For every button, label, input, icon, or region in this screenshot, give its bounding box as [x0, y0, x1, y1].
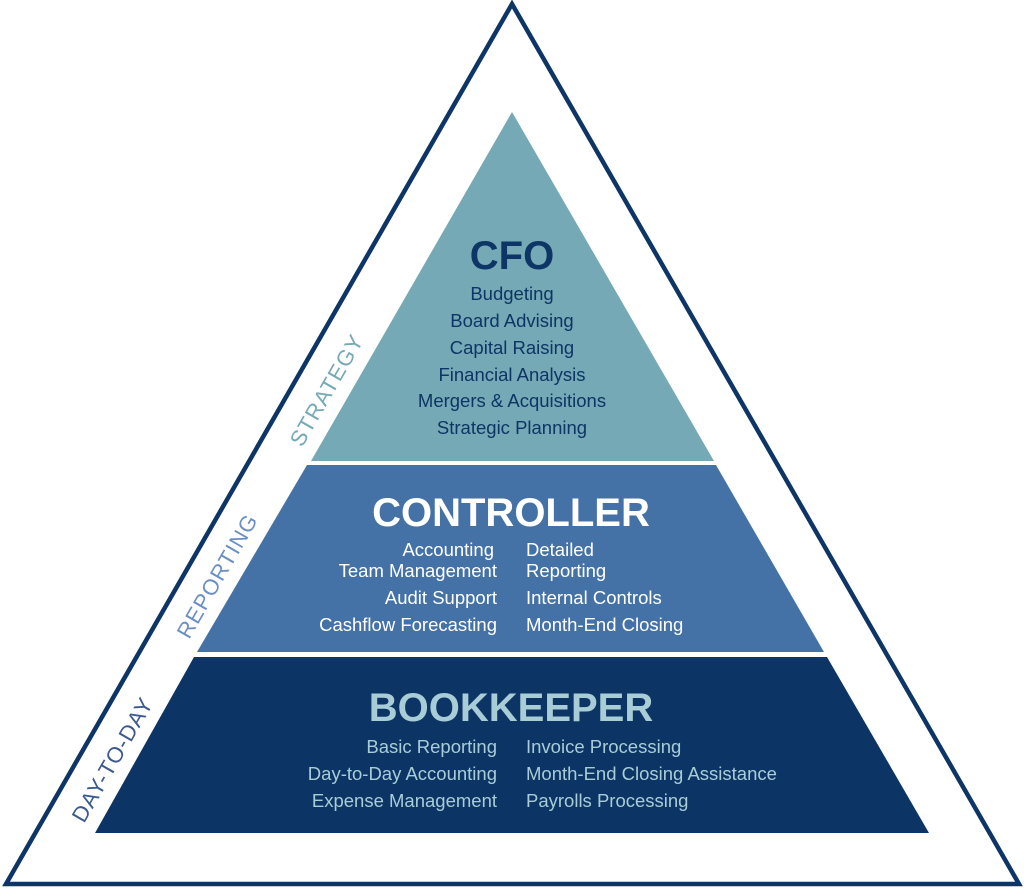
controller-item: Reporting	[526, 560, 606, 581]
cfo-item: Capital Raising	[450, 337, 574, 358]
controller-title: CONTROLLER	[372, 491, 650, 535]
controller-item: Internal Controls	[526, 587, 662, 608]
bookkeeper-item: Month-End Closing Assistance	[526, 763, 777, 784]
controller-item: Month-End Closing	[526, 614, 683, 635]
cfo-tier	[311, 112, 714, 461]
bookkeeper-item: Expense Management	[312, 790, 497, 811]
cfo-item: Board Advising	[450, 310, 573, 331]
controller-item: Audit Support	[385, 587, 497, 608]
bookkeeper-tier	[95, 657, 929, 833]
controller-item: Team Management	[339, 560, 497, 581]
bookkeeper-item: Payrolls Processing	[526, 790, 688, 811]
controller-item: Cashflow Forecasting	[319, 614, 497, 635]
bookkeeper-item: Basic Reporting	[366, 736, 497, 757]
controller-tier	[197, 465, 824, 652]
controller-item: Accounting	[402, 539, 494, 560]
cfo-item: Budgeting	[470, 283, 553, 304]
controller-item: Detailed	[526, 539, 594, 560]
cfo-title: CFO	[470, 234, 554, 278]
cfo-item: Financial Analysis	[438, 364, 585, 385]
bookkeeper-title: BOOKKEEPER	[369, 686, 654, 730]
cfo-item: Strategic Planning	[437, 417, 587, 438]
bookkeeper-item: Day-to-Day Accounting	[308, 763, 497, 784]
cfo-item: Mergers & Acquisitions	[418, 390, 606, 411]
bookkeeper-item: Invoice Processing	[526, 736, 681, 757]
